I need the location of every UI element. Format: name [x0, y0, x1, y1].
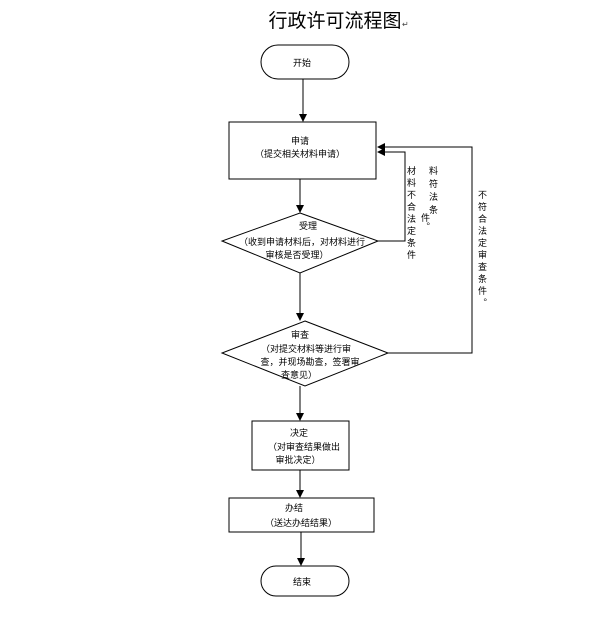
- review-line1: （对提交材料等进行审: [261, 343, 351, 355]
- handle-title: 办结: [285, 502, 303, 514]
- review-line2: 查，并现场勘查，签署审: [260, 356, 359, 368]
- apply-node: [228, 121, 377, 180]
- review-node: [220, 320, 390, 387]
- page-title: 行政许可流程图: [268, 10, 401, 32]
- accept-return-label-b: 料符法条: [427, 165, 438, 218]
- arrow-accept-return: [377, 148, 406, 242]
- review-title: 审查: [291, 329, 309, 341]
- end-label: 结束: [293, 576, 311, 588]
- start-label: 开始: [293, 57, 311, 69]
- decision-title: 决定: [290, 427, 308, 439]
- decision-line1: （对审查结果做出: [268, 441, 340, 453]
- accept-return-label-a: 材料不合法定条件: [405, 165, 416, 262]
- apply-title: 申请: [291, 135, 309, 147]
- handle-node: [228, 497, 375, 533]
- decision-line2: 审批决定）: [275, 454, 320, 466]
- start-node: [260, 44, 350, 80]
- accept-return-label-c: 件。: [419, 212, 430, 231]
- accept-title: 受理: [299, 220, 317, 232]
- handle-desc: （送达办结结果）: [265, 517, 337, 529]
- apply-desc: （提交相关材料申请）: [255, 148, 345, 160]
- accept-line1: （收到申请材料后，对材料进行: [239, 236, 365, 248]
- decision-node: [251, 420, 350, 471]
- review-line3: 查意见）: [281, 369, 317, 381]
- review-return-label: 不符合法定审查条件。: [476, 190, 487, 310]
- arrow-review-return: [377, 143, 473, 354]
- end-node: [260, 565, 350, 597]
- return-mark: ↵: [402, 20, 409, 29]
- accept-line2: 审核是否受理）: [265, 249, 328, 261]
